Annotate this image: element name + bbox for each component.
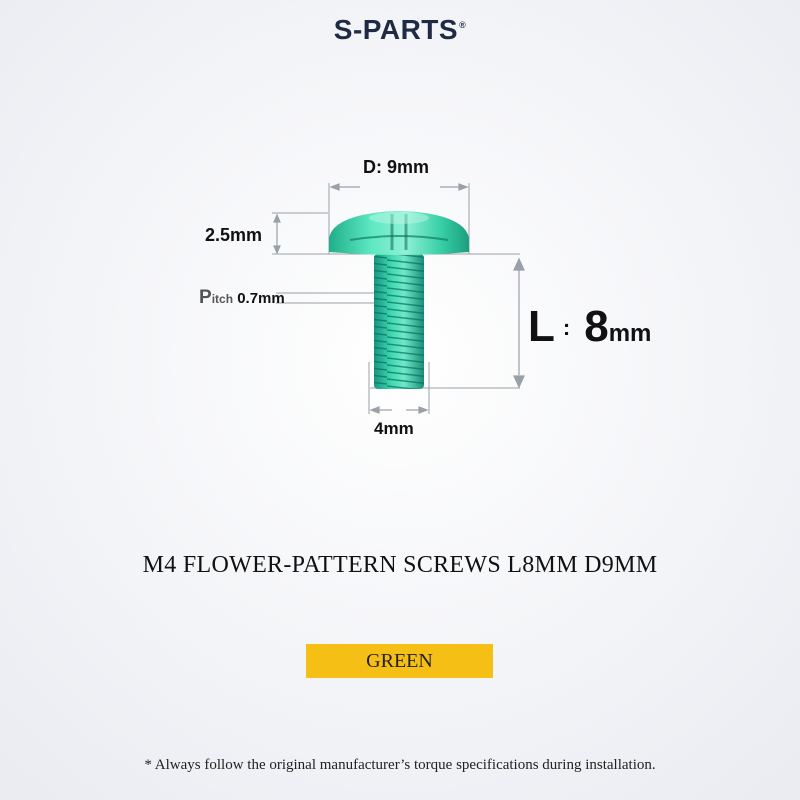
length-unit: mm (608, 320, 652, 347)
pitch-prefix-big: P (199, 287, 212, 308)
head-diameter-label: D: 9mm (363, 157, 430, 177)
brand-logo: S-PARTS® (0, 14, 800, 46)
footer-note: * Always follow the original manufacture… (144, 757, 656, 773)
registered-mark: ® (459, 20, 467, 30)
screw-shank (374, 254, 424, 389)
pitch-label: Pitch 0.7mm (199, 287, 285, 309)
dimension-arrows (273, 183, 525, 414)
shank-width-label: 4mm (374, 419, 414, 438)
brand-name: S-PARTS (333, 14, 459, 45)
pitch-value: 0.7mm (237, 290, 285, 307)
color-badge: GREEN (306, 644, 493, 678)
pitch-prefix-small: itch (211, 292, 234, 306)
screw-head (329, 211, 469, 255)
length-letter: L (528, 302, 555, 351)
length-number: 8 (584, 302, 609, 351)
product-title: M4 FLOWER-PATTERN SCREWS L8MM D9MM (142, 552, 658, 578)
head-height-label: 2.5mm (205, 225, 263, 245)
length-colon: : (562, 315, 571, 340)
length-label: L:8mm (528, 302, 651, 352)
